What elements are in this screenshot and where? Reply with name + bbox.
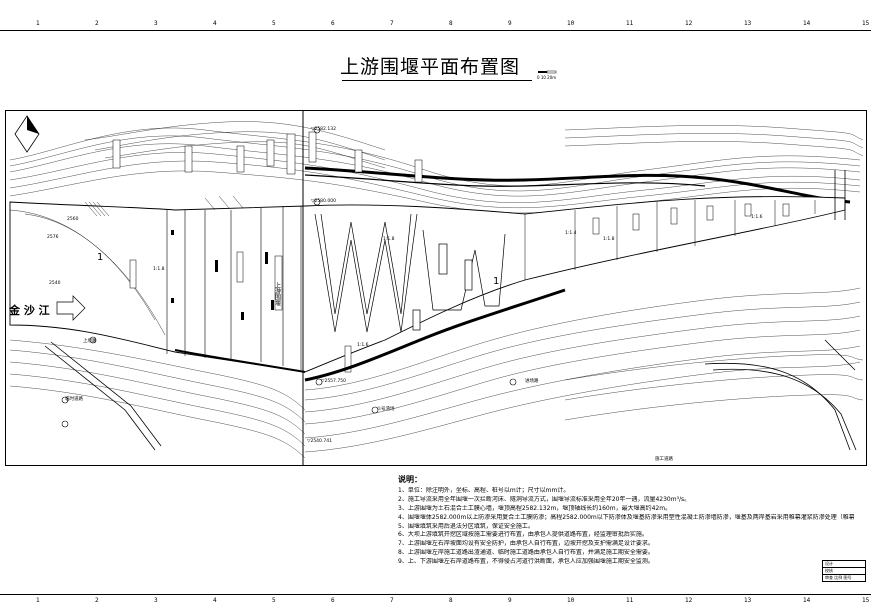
note-item: 3、上游围堰为土石混合土工膜心墙，堰顶高程2582.132m，堰顶轴线长约160…: [398, 504, 672, 512]
elevation-dam-top: ▽2580.000: [311, 198, 336, 204]
ruler-number: 6: [331, 597, 335, 604]
ruler-number: 12: [685, 597, 693, 604]
slope-label-4: 1:1.8: [383, 236, 395, 242]
slope-label-3: 1:1.4: [565, 230, 577, 236]
ruler-number: 4: [213, 597, 217, 604]
ruler-number: 10: [567, 597, 575, 604]
downstream-blocks: [524, 200, 816, 280]
section-markers: [112, 131, 423, 373]
ruler-number: 13: [744, 20, 752, 27]
river-flow-arrow-icon: [56, 295, 86, 321]
title-underline: [342, 80, 532, 81]
elevation-dam-crest: ▽2582.132: [311, 126, 336, 132]
slope-label-2: 1:1.6: [357, 342, 369, 348]
note-item: 2、施工导流采用全年围堰一次拦断河床、隧洞导流方式，围堰导流标准采用全年20年一…: [398, 495, 691, 503]
notes-heading: 说明：: [398, 475, 422, 484]
scale-label: 0 10 20m: [537, 75, 556, 80]
ruler-number: 3: [154, 597, 158, 604]
note-item: 5、围堰填筑采用后退法分区填筑，保证安全施工。: [398, 522, 534, 530]
ruler-number: 1: [36, 20, 40, 27]
survey-point-markers: [61, 126, 517, 428]
titleblock-row: 校核: [823, 568, 865, 575]
north-arrow-icon: [14, 115, 40, 153]
river-boundary: [9, 196, 846, 373]
ruler-number: 12: [685, 20, 693, 27]
elevation-mid-left2: 2540: [49, 280, 61, 286]
elevation-dam-base: ▽2540.741: [307, 438, 332, 444]
ruler-number: 11: [626, 20, 634, 27]
cofferdam-sections: [166, 110, 304, 466]
ruler-number: 4: [213, 20, 217, 27]
ruler-number: 3: [154, 20, 158, 27]
road-label-5: ①号渣场: [377, 405, 395, 412]
note-item: 1、单位：除注明外，坐标、高程、桩号以m计；尺寸以mm计。: [398, 486, 570, 494]
ruler-number: 9: [508, 597, 512, 604]
ruler-number: 8: [449, 597, 453, 604]
river-label: 金 沙 江: [8, 303, 50, 317]
ruler-number: 9: [508, 20, 512, 27]
ruler-number: 5: [272, 597, 276, 604]
note-item: 7、上游围堰左右岸坡面均设有安全防护，由承包人自行布置，边坡开挖及支护需满足设计…: [398, 540, 654, 548]
ruler-number: 7: [390, 20, 394, 27]
title-block: 设计 校核 审查 比例 图号: [822, 560, 866, 582]
ruler-number: 2: [95, 20, 99, 27]
scale-bar: 0 10 20m: [537, 70, 567, 84]
ruler-number: 15: [862, 597, 870, 604]
zone-label: 1: [97, 252, 103, 263]
slope-label-6: 1:1.6: [751, 214, 763, 220]
notes-panel: 说明： 1、单位：除注明外，坐标、高程、桩号以m计；尺寸以mm计。 2、施工导流…: [398, 475, 854, 567]
elevation-dam-low: ▽2557.750: [321, 378, 346, 384]
ruler-number: 2: [95, 597, 99, 604]
note-item: 6、大坝上游填筑开挖区域按施工需要进行布置，由承包人提供道路布置，经监理审批后实…: [398, 531, 648, 539]
ruler-number: 6: [331, 20, 335, 27]
structure-label: 上游围堰: [274, 281, 281, 306]
w-ramp-structure: [314, 213, 506, 333]
upper-road: [304, 166, 851, 204]
ruler-number: 1: [36, 597, 40, 604]
ruler-number: 10: [567, 20, 575, 27]
road-label-2: 临时道路: [65, 395, 83, 402]
note-item: 4、围堰堰体2582.000m以上防渗采用复合土工膜防渗；高程2582.000m…: [398, 513, 854, 521]
note-item: 9、上、下游围堰左右岸道路布置，不得侵占河道行洪断面，承包人应加强围堰施工期安全…: [398, 558, 654, 566]
slope-label-5: 1:1.8: [603, 236, 615, 242]
ruler-number: 5: [272, 20, 276, 27]
slope-label-1: 1:1.8: [153, 266, 165, 272]
access-roads: [44, 339, 857, 451]
note-item: 8、上游围堰左岸施工道路出渣通道、临时施工道路由承包人自行布置，并满足施工期安全…: [398, 549, 654, 557]
ruler-number: 8: [449, 20, 453, 27]
ruler-number: 11: [626, 597, 634, 604]
zone-label-2: 1: [493, 276, 499, 287]
ruler-number: 15: [862, 20, 870, 27]
drawing-title: 上游围堰平面布置图: [340, 56, 521, 78]
ruler-number: 14: [803, 597, 811, 604]
scale-bar-graphic: 0 10 20m: [537, 70, 556, 80]
elevation-upper-left: 2560: [67, 216, 79, 222]
road-label-3: 进场路: [525, 377, 539, 384]
elevation-mid-left: 2576: [47, 234, 59, 240]
ruler-number: 14: [803, 20, 811, 27]
titleblock-row: 审查 比例 图号: [825, 575, 852, 580]
ruler-number: 13: [744, 597, 752, 604]
plan-drawing: 金 沙 江 1 1 2560 2576 2540 ▽2580.000 ▽2582…: [5, 110, 867, 466]
lower-road: [304, 288, 566, 382]
titleblock-row: 设计: [823, 561, 865, 568]
road-label-4: 施工道路: [655, 455, 673, 462]
ruler-number: 7: [390, 597, 394, 604]
